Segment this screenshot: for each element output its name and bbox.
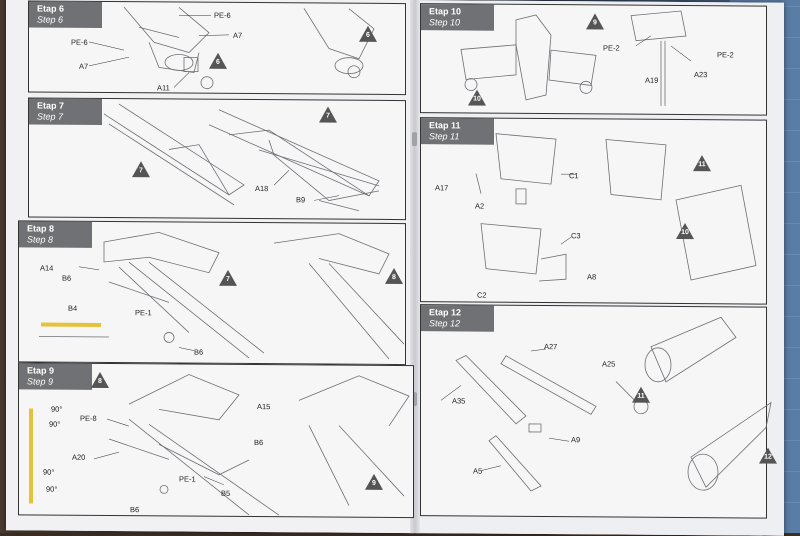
step-9-part-pe1: PE-1: [179, 474, 196, 483]
step-9-part-b5: B5: [221, 489, 230, 498]
step-8-panel: Etap 8 Step 8 A14 B6 B4 PE-1 B6 7 8: [18, 220, 406, 365]
step-6-part-pe6-a: PE-6: [214, 11, 231, 20]
step-11-part-c1: C1: [569, 171, 579, 180]
step-10-part-a19: A19: [645, 76, 658, 85]
step-8-part-a14: A14: [40, 264, 53, 273]
step-11-part-a2: A2: [475, 202, 484, 211]
step-10-panel: Etap 10 Step 10 PE-2 PE-2 A23 A19 10 9: [420, 3, 767, 115]
step-9-drawing: [19, 363, 413, 517]
step-10-part-pe2-b: PE-2: [717, 50, 734, 59]
step-12-part-a25: A25: [602, 359, 615, 368]
step-12-part-a27: A27: [544, 342, 557, 351]
step-6-part-a7-a: A7: [233, 31, 242, 40]
step-9-angle-2: 90°: [49, 420, 60, 429]
step-11-part-a8: A8: [587, 272, 596, 281]
step-8-drawing: [19, 221, 405, 364]
step-6-part-a7-b: A7: [79, 62, 88, 71]
step-10-part-pe2-a: PE-2: [603, 43, 620, 52]
step-6-part-pe6-b: PE-6: [71, 38, 88, 47]
step-12-part-a9: A9: [571, 435, 580, 444]
step-6-part-a11: A11: [157, 83, 170, 92]
step-11-part-c2: C2: [477, 291, 487, 300]
step-9-part-a20: A20: [72, 453, 85, 462]
step-12-part-a35: A35: [452, 396, 465, 405]
step-7-drawing: [29, 98, 405, 219]
step-9-part-b6-a: B6: [254, 438, 263, 447]
step-9-angle-4: 90°: [46, 485, 57, 494]
step-10-part-a23: A23: [694, 70, 707, 79]
step-12-drawing: [421, 305, 766, 517]
step-11-part-a17: A17: [435, 183, 448, 192]
instruction-booklet: Etap 6 Step 6 PE-6 PE-6 A7 A7 A11 6 6 Et…: [6, 0, 784, 536]
step-11-panel: Etap 11 Step 11 A17 C1 A2 C3 A8 C2 11 10: [420, 117, 767, 304]
step-6-panel: Etap 6 Step 6 PE-6 PE-6 A7 A7 A11 6 6: [28, 0, 406, 95]
step-7-part-a18: A18: [255, 184, 268, 193]
step-12-panel: Etap 12 Step 12 A27 A25 A35 A9 A5 11 12: [420, 304, 767, 518]
step-7-panel: Etap 7 Step 7 A18 B9 7 7: [28, 97, 406, 220]
step-12-part-a5: A5: [473, 467, 482, 476]
step-8-part-b6-a: B6: [62, 274, 71, 283]
step-9-part-pe8: PE-8: [80, 414, 97, 423]
step-9-angle-1: 90°: [51, 405, 62, 414]
step-8-part-pe1: PE-1: [135, 308, 152, 317]
step-11-part-c3: C3: [571, 231, 581, 240]
step-9-part-a15: A15: [257, 402, 270, 411]
step-9-part-b6-b: B6: [130, 505, 139, 514]
step-8-part-b6-b: B6: [194, 348, 203, 357]
step-9-angle-3: 90°: [43, 468, 54, 477]
step-8-part-b4: B4: [68, 304, 77, 313]
step-9-panel: Etap 9 Step 9 90° 90° 90° 90° PE-8 A15 B…: [18, 362, 414, 518]
staple-top: [412, 132, 417, 146]
step-7-part-b9: B9: [296, 195, 305, 204]
